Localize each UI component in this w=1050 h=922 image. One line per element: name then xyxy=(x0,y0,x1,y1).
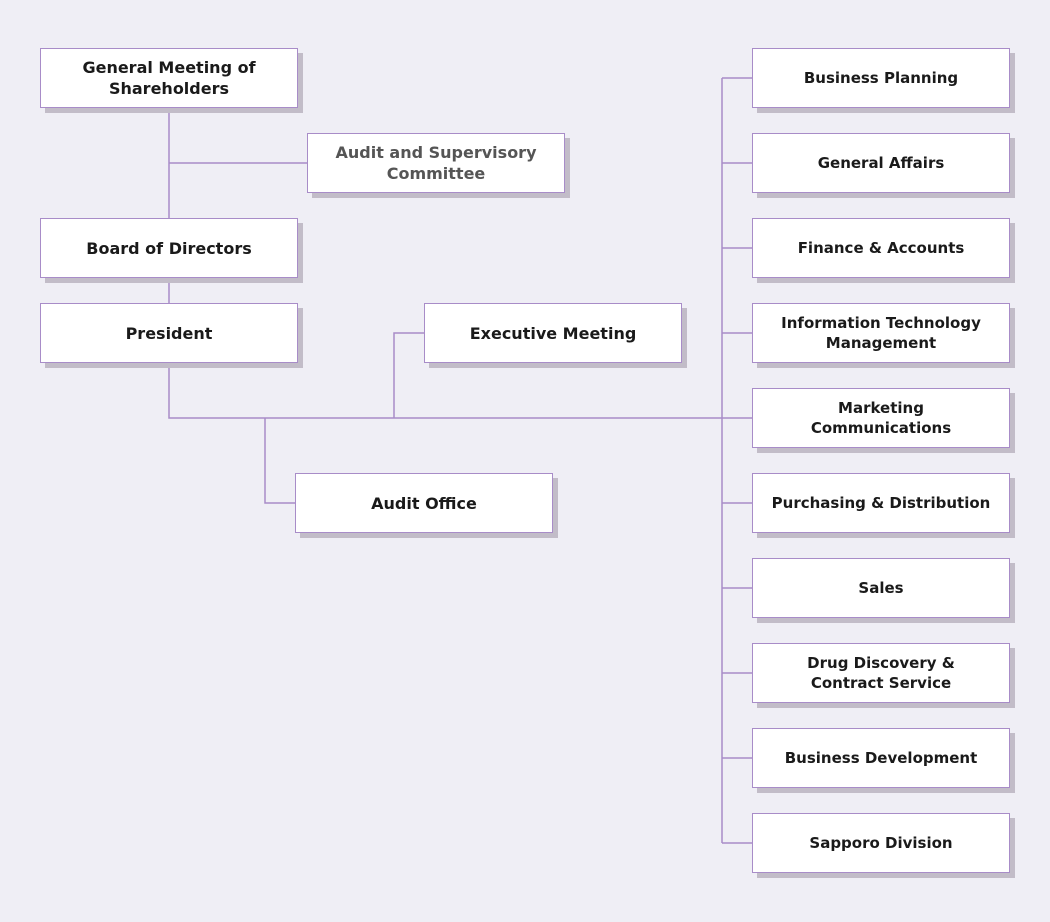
dept-label: Sales xyxy=(858,579,904,597)
node-shareholders-label: General Meeting of Shareholders xyxy=(82,58,256,98)
node-president: President xyxy=(40,303,298,363)
node-dept-general-affairs: General Affairs xyxy=(752,133,1010,193)
node-executive-meeting-label: Executive Meeting xyxy=(469,323,637,343)
node-dept-finance-accounts: Finance & Accounts xyxy=(752,218,1010,278)
node-audit-office: Audit Office xyxy=(295,473,553,533)
node-dept-it-management: Information Technology Management xyxy=(752,303,1010,363)
connector-president-trunk xyxy=(168,363,722,419)
node-executive-meeting: Executive Meeting xyxy=(424,303,682,363)
dept-label: Business Development xyxy=(784,749,978,767)
node-dept-sapporo-division: Sapporo Division xyxy=(752,813,1010,873)
dept-label: General Affairs xyxy=(817,154,945,172)
connector-executive-meeting xyxy=(393,332,425,418)
node-audit-committee-label: Audit and Supervisory Committee xyxy=(335,143,537,183)
node-dept-drug-discovery: Drug Discovery & Contract Service xyxy=(752,643,1010,703)
node-president-label: President xyxy=(125,323,213,343)
node-audit-office-label: Audit Office xyxy=(371,493,477,513)
node-board: Board of Directors xyxy=(40,218,298,278)
node-dept-business-planning: Business Planning xyxy=(752,48,1010,108)
node-dept-sales: Sales xyxy=(752,558,1010,618)
dept-label: Drug Discovery & Contract Service xyxy=(807,654,955,692)
node-dept-purchasing-distribution: Purchasing & Distribution xyxy=(752,473,1010,533)
connector-audit-office xyxy=(264,418,296,504)
node-dept-marketing-communications: Marketing Communications xyxy=(752,388,1010,448)
dept-label: Information Technology Management xyxy=(781,314,981,352)
dept-label: Purchasing & Distribution xyxy=(771,494,991,512)
dept-label: Marketing Communications xyxy=(810,399,952,437)
node-board-label: Board of Directors xyxy=(86,238,252,258)
dept-label: Sapporo Division xyxy=(809,834,953,852)
dept-label: Finance & Accounts xyxy=(797,239,965,257)
node-dept-business-development: Business Development xyxy=(752,728,1010,788)
dept-label: Business Planning xyxy=(803,69,959,87)
node-shareholders: General Meeting of Shareholders xyxy=(40,48,298,108)
node-audit-committee: Audit and Supervisory Committee xyxy=(307,133,565,193)
